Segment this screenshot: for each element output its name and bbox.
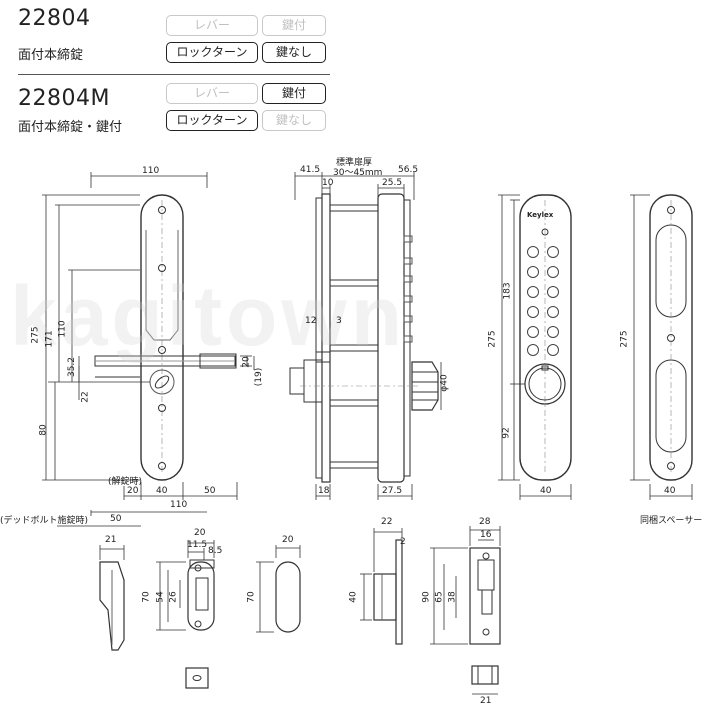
dim-front-171: 171 [44, 330, 55, 348]
dim-front-height-275: 275 [30, 326, 41, 344]
label-standard-door: 標準扉厚 [336, 158, 373, 168]
keypad-view [519, 194, 572, 481]
tag-lever-b: レバー [166, 83, 258, 104]
dim-bottom-20: 20 [127, 486, 139, 496]
dim-bottom-50: 50 [204, 486, 216, 496]
dim-front-35-2: 35.2 [67, 356, 78, 378]
tag-key-b: 鍵付 [262, 83, 326, 104]
part-bolt-box [360, 528, 403, 645]
dim-part2-54: 54 [155, 591, 166, 603]
dim-spacer-275: 275 [619, 330, 630, 348]
label-included-spacer: 同梱スペーサー [640, 516, 703, 526]
header-separator [18, 74, 330, 75]
model-subtitle-22804m: 面付本締錠・鍵付 [18, 120, 123, 135]
model-subtitle-22804: 面付本締錠 [18, 48, 84, 63]
dim-bottom-40: 40 [156, 486, 168, 496]
label-unlock: (解錠時) [108, 477, 143, 487]
dim-part2-11-5: 11.5 [187, 540, 208, 550]
dim-front-22: 22 [80, 391, 91, 403]
dim-part5-65: 65 [434, 591, 445, 603]
dim-keypad-183: 183 [502, 282, 513, 300]
part-strike-plate [156, 540, 215, 631]
dim-side-25-5: 25.5 [382, 178, 403, 188]
side-view-dimensions [294, 172, 442, 500]
tag-lever-a: レバー [166, 15, 258, 36]
dim-part5-21: 21 [480, 696, 492, 706]
dim-keypad-275: 275 [487, 330, 498, 348]
tag-turn-b: ロックターン [166, 110, 258, 131]
front-view-deadbolt [94, 353, 237, 378]
part-spacer-plate [256, 545, 301, 633]
keypad-brand-logo: Keylex [527, 211, 554, 219]
dim-side-10: 10 [322, 178, 334, 188]
dim-side-bottom-27-5: 27.5 [382, 486, 403, 496]
model-number-22804: 22804 [18, 6, 91, 31]
tag-nokey-a: 鍵なし [262, 42, 326, 63]
dim-front-width-110: 110 [142, 166, 160, 176]
spacer-view [649, 194, 693, 481]
dim-part2-8-5: 8.5 [208, 546, 223, 556]
dim-part4-22: 22 [381, 517, 393, 527]
dim-front-20: 20 [241, 356, 252, 368]
tag-turn-a: ロックターン [166, 42, 258, 63]
model-number-22804m: 22804M [18, 86, 110, 111]
dim-part5-28: 28 [479, 517, 491, 527]
dim-part3-70: 70 [246, 591, 257, 603]
dim-side-12: 12 [305, 316, 317, 326]
watermark-text: kagitown [10, 269, 407, 363]
dim-part2-26: 26 [168, 591, 179, 603]
dim-part5-90: 90 [421, 591, 432, 603]
dim-front-80: 80 [38, 424, 49, 436]
dim-bottom-110: 110 [170, 500, 188, 510]
dim-side-phi40: φ40 [439, 374, 450, 392]
tag-key-a: 鍵付 [262, 15, 326, 36]
dim-side-3: 3 [336, 316, 342, 326]
dim-part4-2: 2 [400, 537, 406, 547]
part-small-cap [185, 667, 209, 689]
dim-side-56-5: 56.5 [398, 165, 419, 175]
dim-front-19: (19) [254, 367, 265, 387]
dim-keypad-92: 92 [501, 427, 512, 439]
part-strike-side [99, 545, 125, 651]
dim-side-41-5: 41.5 [300, 165, 321, 175]
dim-part5-16: 16 [480, 530, 492, 540]
dim-part4-40: 40 [348, 591, 359, 603]
front-view-plate [140, 194, 184, 481]
dim-front-110: 110 [57, 320, 68, 338]
label-deadbolt-locked: (デッドボルト施錠時) [0, 516, 89, 526]
dim-spacer-40: 40 [664, 486, 676, 496]
dim-part2-20: 20 [194, 528, 206, 538]
part-strike-box [430, 526, 501, 695]
dim-bottom-50-2: 50 [110, 514, 122, 524]
dim-keypad-40: 40 [540, 486, 552, 496]
dim-part2-70: 70 [141, 591, 152, 603]
dim-part3-20: 20 [282, 535, 294, 545]
dim-side-bottom-18: 18 [318, 486, 330, 496]
dim-part5-38: 38 [447, 591, 458, 603]
label-door-range: 30〜45mm [333, 168, 383, 178]
tag-nokey-b: 鍵なし [262, 110, 326, 131]
dim-part1-21: 21 [105, 535, 117, 545]
